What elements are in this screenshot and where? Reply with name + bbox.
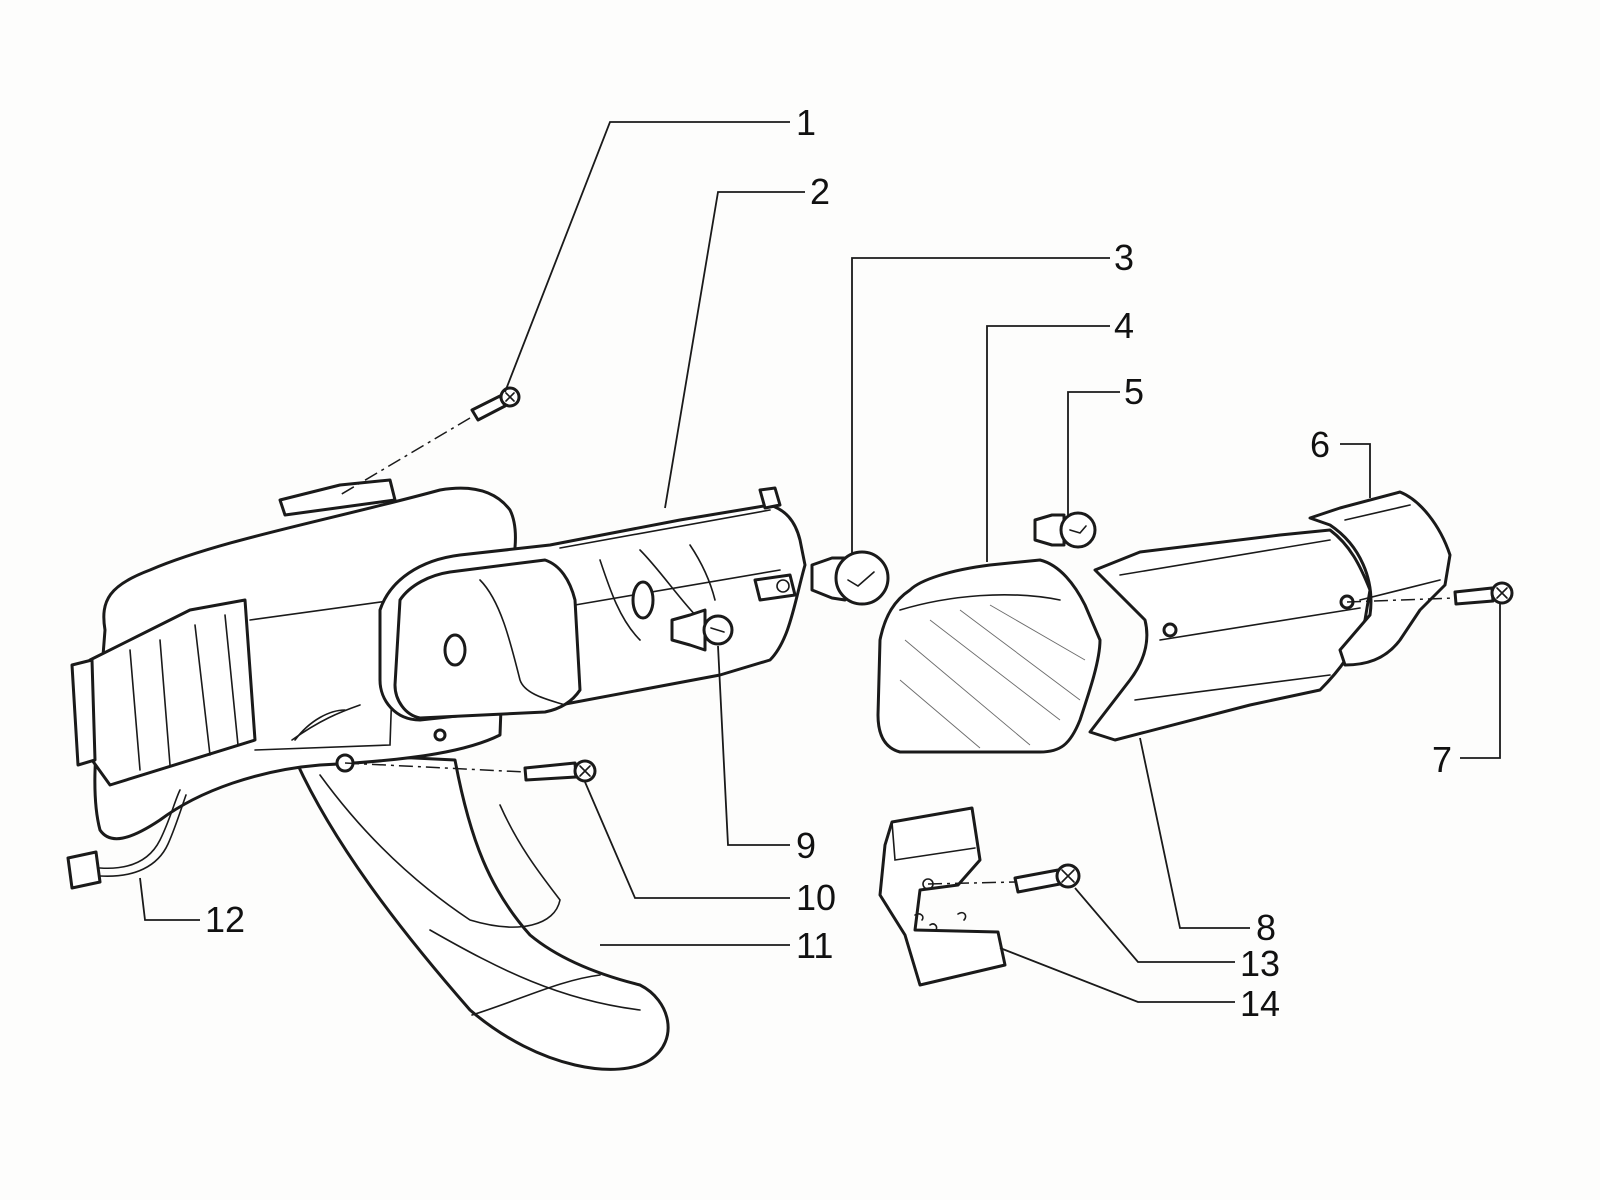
callout-8: 8	[1256, 907, 1276, 948]
wiring-connector-12	[66, 704, 361, 890]
lens-8	[1088, 528, 1372, 742]
tail-light-housing	[378, 486, 807, 722]
bulb-5	[1033, 511, 1097, 549]
callout-6: 6	[1310, 424, 1330, 465]
bracket-14	[878, 806, 1007, 987]
alignment-lines	[339, 417, 1456, 885]
callout-14: 14	[1240, 983, 1280, 1024]
callout-11: 11	[796, 925, 833, 966]
screw-10	[523, 759, 597, 783]
callout-3: 3	[1114, 237, 1134, 278]
screw-1	[470, 386, 521, 422]
leader-lines	[139, 121, 1501, 1003]
bulb-9	[670, 608, 734, 652]
callout-4: 4	[1114, 305, 1134, 346]
callout-12: 12	[205, 899, 245, 940]
lens-4	[876, 558, 1102, 754]
rear-fender	[290, 750, 670, 1071]
screw-7	[1453, 581, 1514, 606]
lens-6	[1308, 490, 1452, 667]
callout-1: 1	[796, 102, 816, 143]
callout-7: 7	[1432, 739, 1452, 780]
callout-13: 13	[1240, 943, 1280, 984]
callout-5: 5	[1124, 371, 1144, 412]
bulb-3	[810, 550, 890, 606]
callout-labels: 1 2 3 4 5 6 7 8 9 10 11 12 13 14	[205, 102, 1452, 1024]
callout-9: 9	[796, 825, 816, 866]
screw-13	[1013, 863, 1081, 894]
callout-10: 10	[796, 877, 836, 918]
callout-2: 2	[810, 171, 830, 212]
